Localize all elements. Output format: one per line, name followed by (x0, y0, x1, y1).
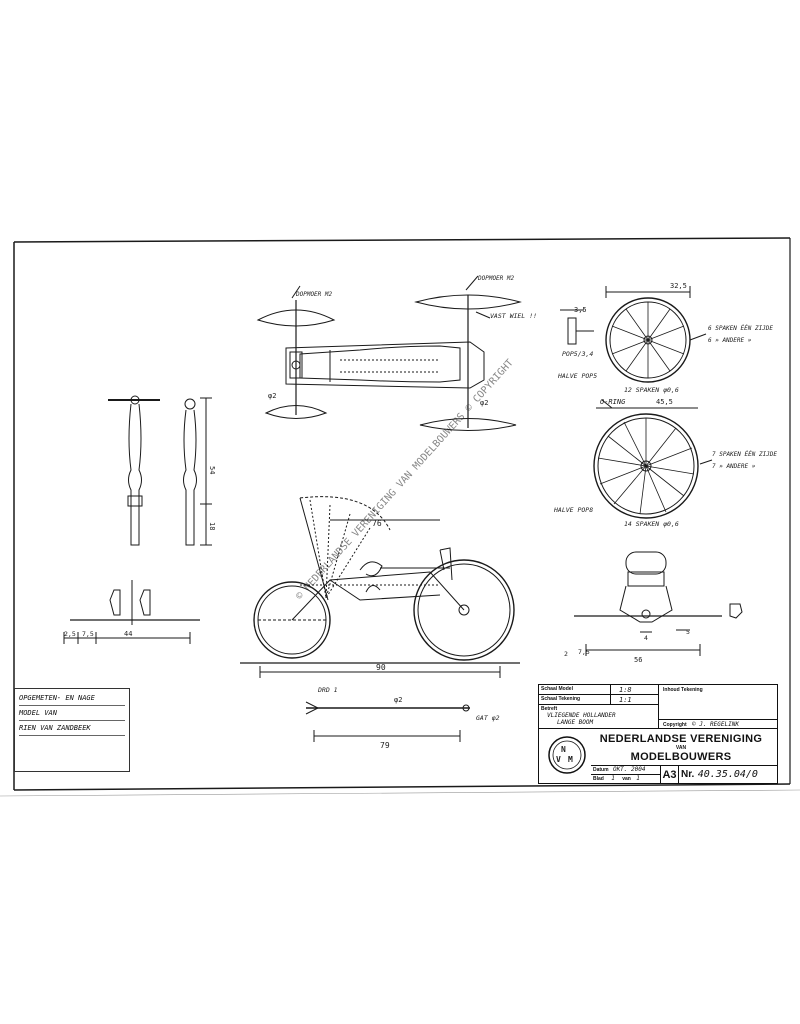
tb-betreft-label: Betreft (541, 706, 558, 712)
label-halve-pop8: HALVE POP8 (553, 506, 593, 514)
label-phi2-left: φ2 (268, 392, 276, 400)
svg-text:V: V (556, 755, 561, 764)
label-spaken-top-b: 6 » ANDERE » (708, 337, 752, 344)
title-block: Schaal Model 1:8 Schaal Tekening 1:1 Bet… (538, 684, 778, 784)
steering-column-side (183, 397, 212, 546)
note-line-2: MODEL VAN (19, 706, 125, 721)
label-halve-pop5: HALVE POP5 (557, 372, 597, 380)
tb-copyright: Copyright © J. REGELINK (659, 719, 777, 729)
dim-2: 2 (564, 650, 568, 658)
dim-76: 76 (372, 519, 382, 528)
dim-45-5: 45,5 (656, 398, 673, 406)
tb-betreft: Betreft VLIEGENDE HOLLANDER LANGE BOOM (539, 705, 659, 729)
dim-44: 44 (124, 630, 132, 638)
label-spaken-bottom-a: 7 SPAKEN ÉÉN ZIJDE (712, 450, 777, 458)
tb-inhoud-label: Inhoud Tekening (663, 687, 703, 693)
dim-2-5: 2,5 (64, 630, 76, 638)
rear-wheel-detail (560, 286, 707, 383)
svg-text:N: N (561, 745, 566, 754)
tb-org-line2: VAN (675, 745, 687, 751)
dim-79: 79 (380, 741, 390, 750)
dim-32-5: 32,5 (670, 282, 687, 290)
nvm-logo: N V M (548, 736, 586, 774)
front-axle-assembly (63, 580, 200, 644)
tb-nr: Nr. 40.35.04/0 (679, 765, 777, 783)
dim-5: 5 (686, 628, 690, 636)
dim-7-5-right: 7,5 (578, 648, 590, 656)
tb-format: A3 (661, 765, 679, 783)
label-draad: DRD 1 (317, 686, 338, 694)
label-pop: POP5/3,4 (562, 350, 593, 358)
dim-90: 90 (376, 663, 386, 672)
tb-datum-value: OKT. 2004 (612, 766, 646, 773)
note-line-3: RIEN VAN ZANDBEEK (19, 721, 125, 736)
front-wheel-detail (593, 399, 713, 519)
watermark: © NEDERLANDSE VERENIGING VAN MODELBOUWER… (294, 358, 516, 602)
label-oring: O-RING (600, 398, 626, 406)
tb-copyright-value: © J. REGELINK (692, 721, 739, 728)
tb-schaal-tekening-label: Schaal Tekening (539, 695, 611, 705)
top-view-chassis (256, 275, 522, 431)
tb-org-line3: MODELBOUWERS (630, 751, 732, 763)
tb-nr-label: Nr. (681, 769, 695, 780)
label-phi2-right: φ2 (480, 399, 488, 407)
label-spaken-bottom-b: 7 » ANDERE » (712, 463, 756, 470)
tb-nr-value: 40.35.04/0 (697, 769, 758, 780)
steering-column-front (108, 395, 160, 546)
dim-54: 54 (208, 466, 216, 474)
tb-copyright-label: Copyright (663, 722, 687, 728)
label-spaken-top-a: 6 SPAKEN ÉÉN ZIJDE (708, 324, 773, 332)
dim-3-5: 3,5 (574, 306, 587, 314)
dim-7-5-left: 7,5 (82, 630, 94, 638)
side-view (240, 496, 520, 678)
label-phi2-rod: φ2 (394, 696, 402, 704)
tb-schaal-tekening-value: 1:1 (611, 695, 659, 705)
tb-org-line1: NEDERLANDSE VERENIGING (599, 733, 763, 745)
label-vast-wiel: VAST WIEL !! (490, 312, 537, 320)
author-notes: OPGEMETEN- EN NAGE MODEL VAN RIEN VAN ZA… (14, 688, 130, 772)
dim-18: 18 (208, 522, 216, 530)
rod-detail (305, 701, 470, 742)
svg-text:M: M (568, 755, 573, 764)
tb-betreft-line1: VLIEGENDE HOLLANDER (547, 712, 616, 719)
tb-schaal-model-value: 1:8 (611, 685, 659, 695)
tb-datum: Datum OKT. 2004 (591, 765, 661, 774)
note-line-1: OPGEMETEN- EN NAGE (19, 691, 125, 706)
label-dopmoer-top: DOPMOER M2 (295, 291, 333, 298)
label-dopmoer-right: DOPMOER M2 (477, 275, 515, 282)
dim-56: 56 (634, 656, 642, 664)
label-gat: GAT φ2 (476, 714, 500, 722)
tb-blad: Blad 1 van 1 (591, 774, 661, 783)
label-spaken-12: 12 SPAKEN φ0,6 (624, 386, 679, 394)
tb-schaal-model-label: Schaal Model (539, 685, 611, 695)
dim-4: 4 (644, 634, 648, 642)
tb-betreft-line2: LANGE BOOM (557, 719, 594, 726)
rear-view (574, 551, 743, 656)
label-spaken-14: 14 SPAKEN φ0,6 (624, 520, 679, 528)
